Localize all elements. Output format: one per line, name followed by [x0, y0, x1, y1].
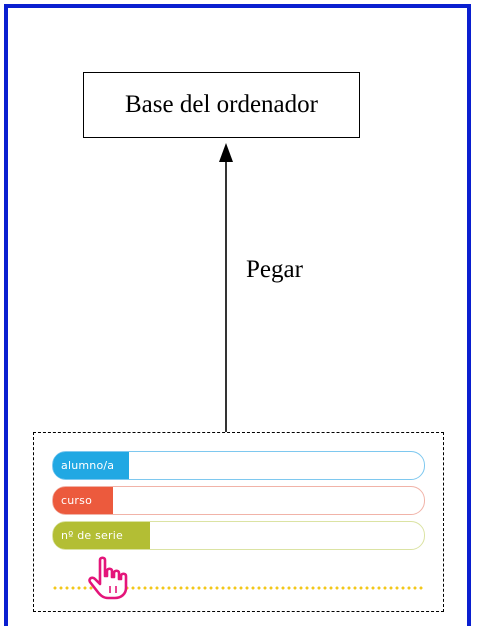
field-label-serie: nº de serie [53, 522, 150, 549]
field-alumno: alumno/a [52, 451, 425, 480]
node-label: Base del ordenador [125, 91, 318, 118]
field-curso: curso [52, 486, 425, 515]
arrowhead-icon [219, 143, 233, 162]
field-numero-serie: nº de serie [52, 521, 425, 550]
field-label-curso: curso [53, 487, 113, 514]
field-label-alumno: alumno/a [53, 452, 129, 479]
label-sticker-group [33, 432, 444, 612]
hand-pointer-icon [88, 556, 128, 600]
node-base-del-ordenador: Base del ordenador [83, 72, 360, 138]
dotted-line [52, 586, 425, 590]
page-frame [4, 4, 471, 626]
edge-label: Pegar [246, 256, 303, 283]
